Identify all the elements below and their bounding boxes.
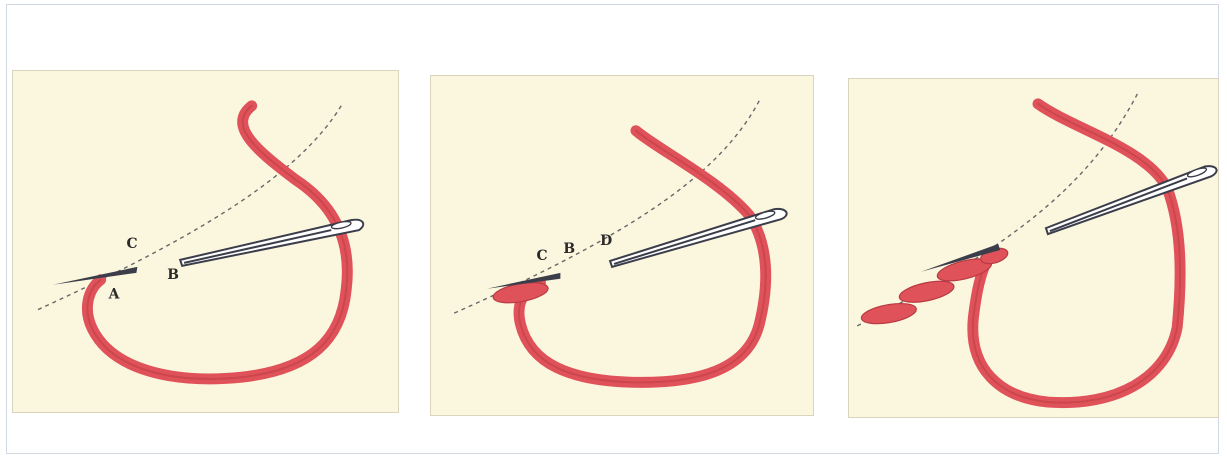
point-label-c: C <box>537 248 548 264</box>
stitch-step-1-panel: C B A <box>12 70 399 413</box>
point-label-a: A <box>108 287 120 303</box>
stitch-step-3-illustration <box>849 79 1218 417</box>
stitch-step-2-panel: C B D <box>430 75 814 416</box>
needle <box>180 220 363 266</box>
needle <box>1046 166 1217 234</box>
point-label-c: C <box>126 236 137 252</box>
point-label-d: D <box>600 233 612 249</box>
stitch-step-2-illustration: C B D <box>431 76 813 415</box>
stitch-step-1-illustration: C B A <box>13 71 398 412</box>
stitch-step-3-panel <box>848 78 1219 418</box>
completed-stitch <box>860 300 918 327</box>
completed-stitch <box>898 277 956 306</box>
point-label-b: B <box>563 241 575 257</box>
stitch-guide-line <box>451 101 759 315</box>
point-label-b: B <box>167 267 179 283</box>
